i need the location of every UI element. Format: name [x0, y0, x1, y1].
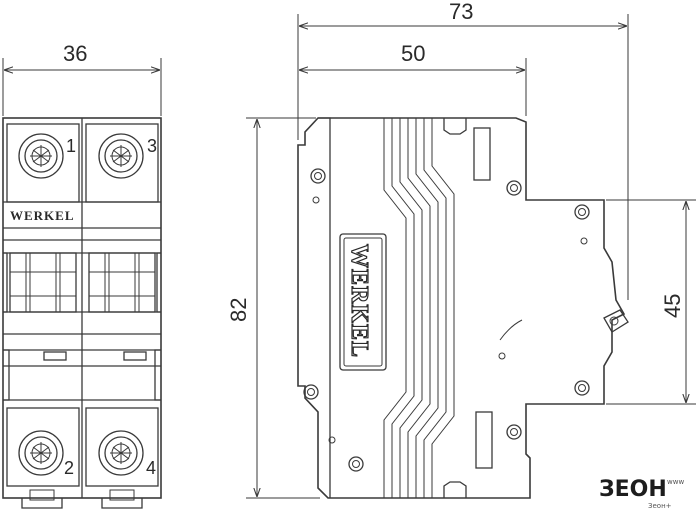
side-notch [154, 349, 161, 401]
terminal-label-4: 4 [146, 458, 156, 478]
side-brand-plate-inner [343, 237, 383, 367]
din-clip-slot [109, 489, 135, 501]
small-hole [580, 237, 588, 245]
watermark-suffix: www [667, 478, 684, 486]
spring-arc [499, 319, 523, 341]
lamination-curve [415, 118, 439, 498]
watermark-tagline: Зеон+ [648, 502, 672, 510]
lamination-curve [383, 118, 407, 498]
toggle-handle[interactable] [9, 252, 77, 313]
bottom-clip [443, 481, 467, 498]
width-dimension-label: 36 [63, 41, 87, 66]
small-hole [498, 352, 506, 360]
lamination-curve [399, 118, 423, 498]
toggle-handle[interactable] [88, 252, 156, 313]
watermark-logo: ЗЕОН www Зеон+ [599, 477, 684, 510]
rivet-icon [310, 168, 326, 184]
side-notch [3, 252, 8, 313]
rivet-icon [574, 204, 590, 220]
screw-icon [18, 430, 64, 476]
lamination-curve [391, 118, 415, 498]
side-brand-plate [339, 233, 387, 371]
side-notch [3, 349, 10, 401]
lamination-curve [407, 118, 431, 498]
rivet-icon [506, 424, 522, 440]
terminal-recess-2 [6, 407, 80, 487]
rivet-icon [506, 180, 522, 196]
indicator-window [43, 351, 67, 361]
body-depth-dimension-label: 50 [401, 41, 425, 66]
din-latch-icon [603, 309, 629, 333]
din-clip [101, 498, 143, 509]
height-dimension-label: 82 [226, 298, 251, 322]
total-depth-dimension-label: 73 [449, 0, 473, 24]
din-clip-slot [29, 489, 55, 501]
terminal-label-2: 2 [64, 458, 74, 478]
small-hole [328, 436, 336, 444]
lamination-curve [423, 118, 447, 498]
din-clip [21, 498, 63, 509]
screw-icon [98, 430, 144, 476]
front-brand-label: WERKEL [10, 208, 75, 223]
side-view: WERKEL 73 50 82 [226, 0, 696, 499]
rivet-icon [303, 384, 319, 400]
side-brand-label: WERKEL [346, 244, 372, 358]
lamination-curve [431, 118, 455, 498]
top-slot [473, 127, 491, 181]
small-hole [312, 196, 320, 204]
side-body-outline [297, 117, 626, 499]
top-clip [443, 118, 467, 135]
watermark-logo-text: ЗЕОН [599, 477, 667, 502]
din-height-dimension-label: 45 [660, 294, 685, 318]
front-face-line [318, 117, 331, 498]
bottom-slot [475, 411, 493, 469]
screw-icon [98, 133, 144, 179]
indicator-window [123, 351, 147, 361]
rivet-icon [574, 380, 590, 396]
front-view: 1 3 WERKEL [2, 41, 162, 509]
rivet-icon [348, 456, 364, 472]
terminal-label-1: 1 [66, 136, 76, 156]
terminal-recess-4 [85, 407, 159, 487]
terminal-label-3: 3 [147, 136, 157, 156]
side-notch [156, 252, 161, 313]
screw-icon [18, 133, 64, 179]
